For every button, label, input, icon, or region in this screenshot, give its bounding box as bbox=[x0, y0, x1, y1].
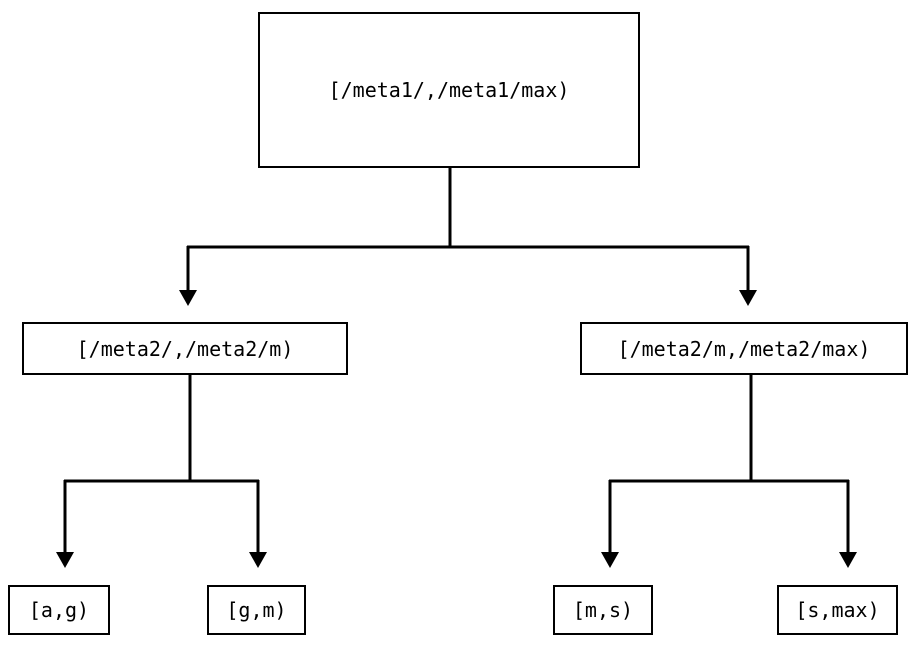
arrowhead-icon bbox=[249, 552, 267, 568]
tree-node-level2-left[interactable]: [/meta2/,/meta2/m) bbox=[22, 322, 348, 375]
arrowhead-icon bbox=[179, 290, 197, 306]
edge-level2-left-to-leaves bbox=[56, 375, 267, 568]
arrowhead-icon bbox=[56, 552, 74, 568]
edge-level2-right-to-leaves bbox=[601, 375, 857, 568]
tree-node-leaf-a-g[interactable]: [a,g) bbox=[8, 585, 110, 635]
arrowhead-icon bbox=[601, 552, 619, 568]
tree-node-level2-right[interactable]: [/meta2/m,/meta2/max) bbox=[580, 322, 908, 375]
tree-node-leaf-s-max[interactable]: [s,max) bbox=[777, 585, 898, 635]
tree-node-leaf-m-s[interactable]: [m,s) bbox=[553, 585, 653, 635]
tree-node-leaf-g-m[interactable]: [g,m) bbox=[207, 585, 306, 635]
tree-node-root[interactable]: [/meta1/,/meta1/max) bbox=[258, 12, 640, 168]
arrowhead-icon bbox=[839, 552, 857, 568]
arrowhead-icon bbox=[739, 290, 757, 306]
edge-root-to-level2 bbox=[179, 168, 757, 306]
